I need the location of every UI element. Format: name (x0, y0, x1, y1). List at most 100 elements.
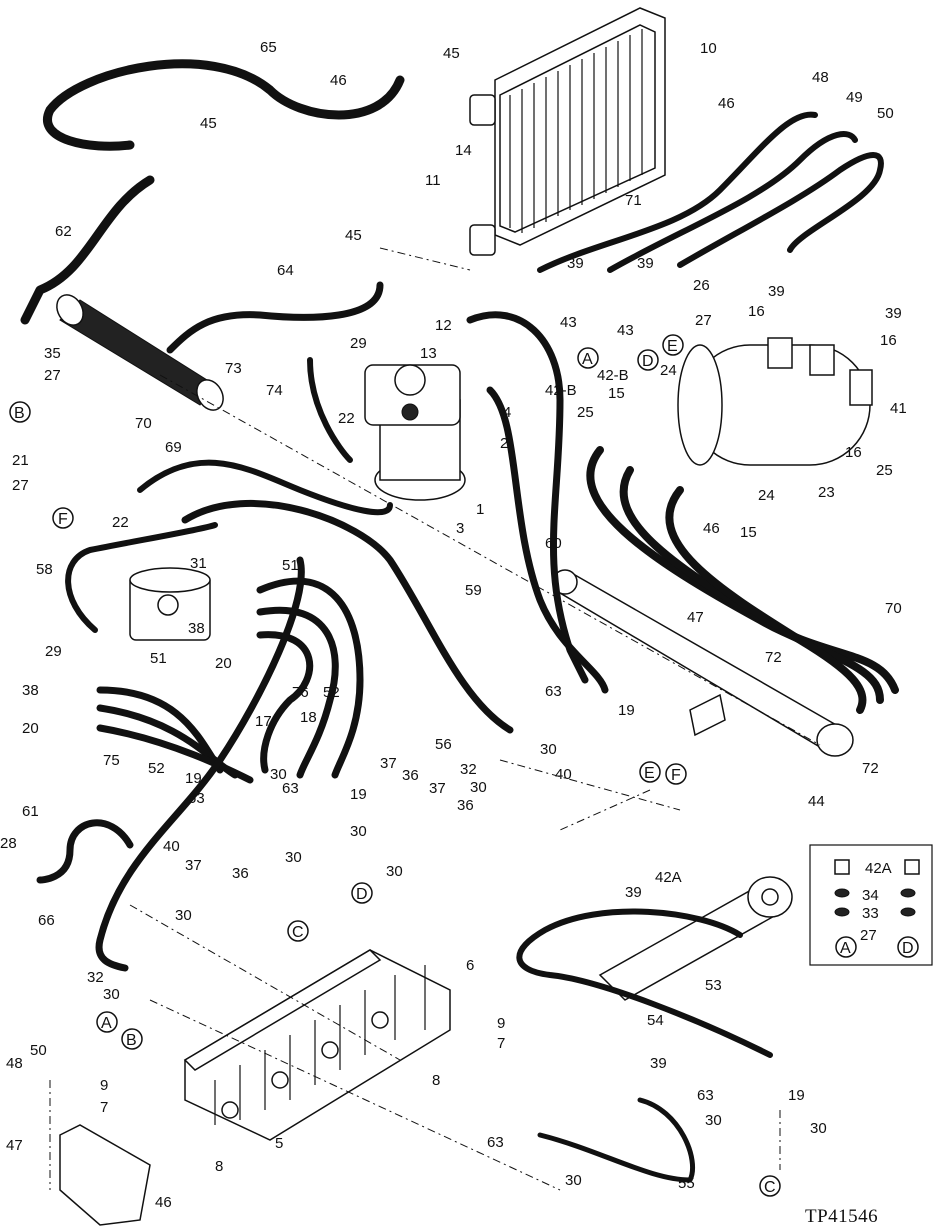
callout-62: 59 (465, 582, 482, 599)
callout-42a: 42A (865, 860, 892, 877)
callout-19-c: 19 (618, 702, 635, 719)
callout-47: 46 (155, 1194, 172, 1211)
callout-13: 13 (420, 345, 437, 362)
callout-74: 72 (765, 649, 782, 666)
callout-22-b: 22 (112, 514, 129, 531)
callout-38: 38 (188, 620, 205, 637)
callout-42b-b: 42-B (597, 367, 629, 384)
mounting-bracket (59, 1124, 151, 1226)
marker-c: C (292, 924, 304, 941)
callout-66: 63 (188, 790, 205, 807)
callout-74-b: 72 (862, 760, 879, 777)
callout-22: 22 (338, 410, 355, 427)
marker-d-b: D (356, 886, 368, 903)
callout-66-e: 63 (487, 1134, 504, 1151)
callout-43: 42A (655, 869, 682, 886)
callout-30-b: 30 (285, 849, 302, 866)
callout-25: 25 (577, 404, 594, 421)
callout-30-e: 30 (350, 823, 367, 840)
callout-55-b: 51 (150, 650, 167, 667)
callout-29: 29 (350, 335, 367, 352)
callout-35: 35 (44, 345, 61, 362)
marker-f-b: F (671, 767, 681, 784)
callout-46: 44 (808, 793, 825, 810)
callout-39-e: 39 (625, 884, 642, 901)
callout-30-i: 30 (705, 1112, 722, 1129)
callout-57: 53 (705, 977, 722, 994)
pilot-manifold (129, 567, 211, 641)
callout-30-f: 30 (386, 863, 403, 880)
callout-69: 66 (38, 912, 55, 929)
callout-50: 46 (330, 72, 347, 89)
callout-24-b: 24 (758, 487, 775, 504)
callout-2: 2 (500, 435, 508, 452)
hydraulic-cylinder (598, 876, 793, 1001)
callout-27-d: 27 (860, 927, 877, 944)
connection-markers: B F A D E E F D C A B A D C (9, 334, 919, 1197)
callout-15: 15 (608, 385, 625, 402)
marker-f: F (58, 511, 68, 528)
callout-41: 41 (890, 400, 907, 417)
callout-30-c: 30 (540, 741, 557, 758)
callout-55: 51 (282, 557, 299, 574)
callout-45-c: 45 (345, 227, 362, 244)
callout-27-c: 27 (12, 477, 29, 494)
callout-39-d: 39 (885, 305, 902, 322)
callout-24: 24 (660, 362, 677, 379)
callout-77: 75 (103, 752, 120, 769)
oil-cooler (469, 7, 666, 256)
callout-44: 43 (560, 314, 577, 331)
callout-72: 70 (885, 600, 902, 617)
callout-37-c: 37 (185, 857, 202, 874)
marker-b: B (14, 405, 25, 422)
callout-54: 50 (877, 105, 894, 122)
callout-39-f: 39 (650, 1055, 667, 1072)
callout-34: 34 (862, 887, 879, 904)
callout-37-b: 37 (429, 780, 446, 797)
return-filter (56, 294, 224, 411)
callout-11: 11 (425, 172, 441, 189)
callout-labels: 10 45 46 65 45 62 14 11 45 64 46 48 49 5… (0, 39, 907, 1211)
marker-c-b: C (764, 1179, 776, 1196)
callout-3: 3 (456, 520, 464, 537)
callout-59: 55 (678, 1175, 695, 1192)
callout-30-d: 30 (470, 779, 487, 796)
callout-1: 1 (476, 501, 484, 518)
callout-48: 47 (687, 609, 704, 626)
callout-30: 30 (270, 766, 287, 783)
hydraulic-tank (677, 337, 873, 466)
callout-73: 71 (625, 192, 642, 209)
callout-19: 19 (185, 770, 202, 787)
callout-30-g: 30 (175, 907, 192, 924)
callout-60: 56 (435, 736, 452, 753)
callout-28: 28 (0, 835, 17, 852)
marker-b-b: B (126, 1032, 137, 1049)
callout-21: 21 (12, 452, 29, 469)
callout-75: 73 (225, 360, 242, 377)
callout-66-d: 63 (697, 1087, 714, 1104)
callout-44-b: 43 (617, 322, 634, 339)
callout-39-b: 39 (637, 255, 654, 272)
marker-a-inset: A (840, 940, 851, 957)
leader-lines (49, 247, 821, 1191)
callout-33: 33 (862, 905, 879, 922)
callout-70: 69 (165, 439, 182, 456)
callout-18: 18 (300, 709, 317, 726)
callout-26: 26 (693, 277, 710, 294)
callout-40: 40 (555, 766, 572, 783)
callout-63: 60 (545, 535, 562, 552)
callout-49: 48 (6, 1055, 23, 1072)
callout-32-b: 32 (87, 969, 104, 986)
callout-12: 12 (435, 317, 452, 334)
callout-23: 23 (818, 484, 835, 501)
callout-27-b: 27 (44, 367, 61, 384)
callout-66-b: 63 (282, 780, 299, 797)
hose-routing (20, 59, 899, 1183)
callout-30-k: 30 (565, 1172, 582, 1189)
callout-58: 54 (647, 1012, 664, 1029)
callout-45-b: 45 (200, 115, 217, 132)
hydraulic-pump (364, 364, 466, 501)
callout-36: 36 (402, 767, 419, 784)
